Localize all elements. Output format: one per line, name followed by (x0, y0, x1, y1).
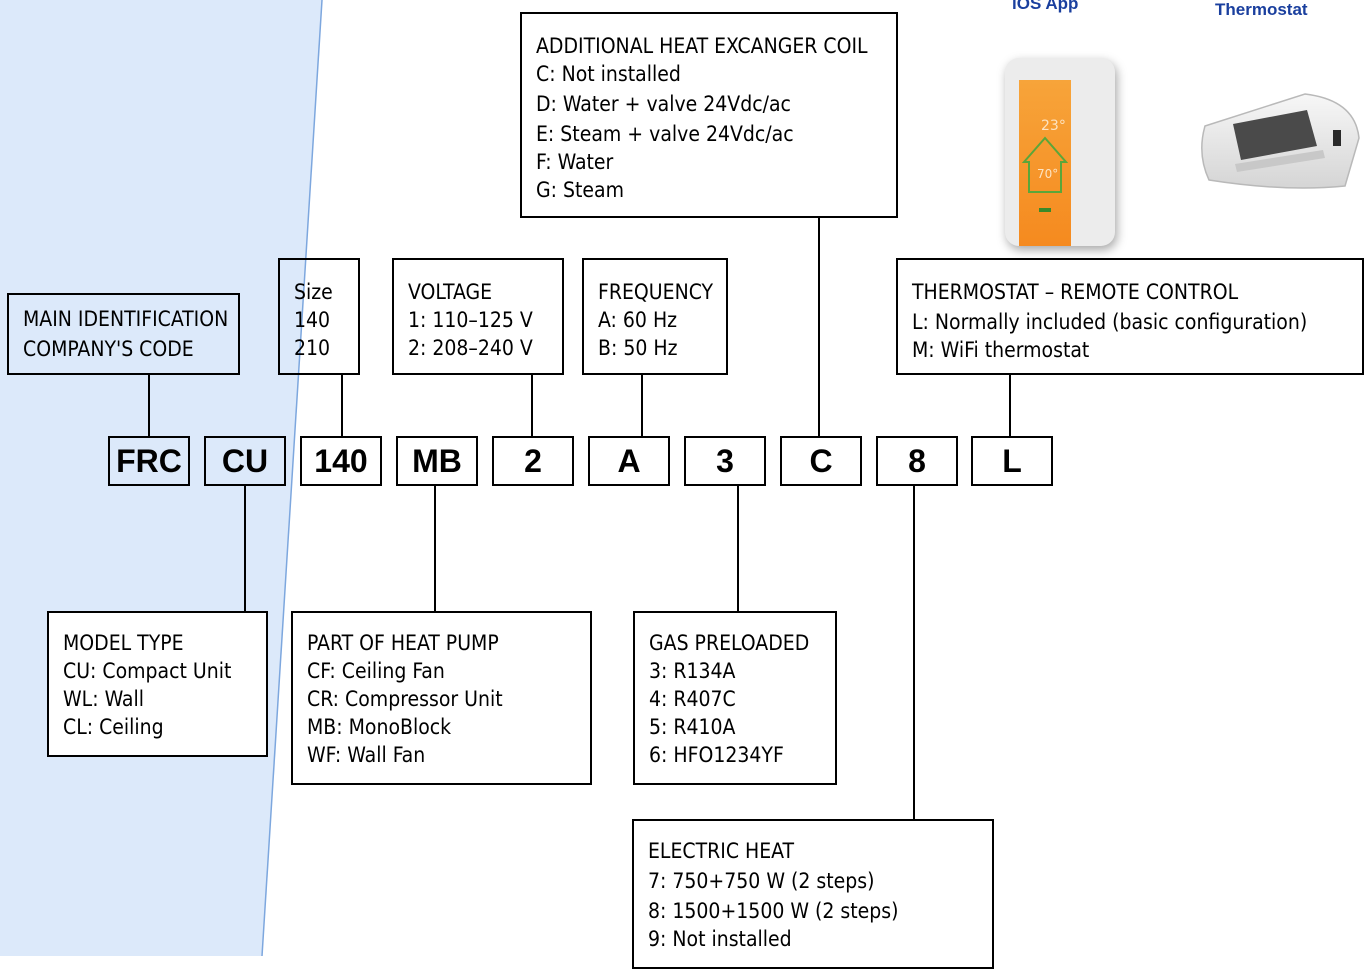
connector-heat-pump (434, 486, 436, 612)
code-segment-thermostat: L (971, 436, 1053, 486)
connector-coil (818, 217, 820, 436)
connector-voltage (531, 374, 533, 436)
frequency-option: B: 50 Hz (598, 336, 678, 360)
box-title: ADDITIONAL HEAT EXCANGER COIL (536, 34, 868, 58)
coil-option: C: Not installed (536, 62, 681, 86)
box-title: PART OF HEAT PUMP (307, 631, 499, 655)
code-segment-voltage: 2 (492, 436, 574, 486)
house-icon (1021, 136, 1069, 193)
coil-option: G: Steam (536, 178, 625, 202)
coil-option: F: Water (536, 150, 614, 174)
size-option: 140 (294, 308, 331, 332)
code-segment-gas: 3 (684, 436, 766, 486)
connector-model (244, 486, 246, 612)
voltage-option: 2: 208–240 V (408, 336, 533, 360)
gas-preloaded-box: GAS PRELOADED 3: R134A 4: R407C 5: R410A… (633, 611, 837, 785)
box-title: ELECTRIC HEAT (648, 839, 794, 863)
phone-app-image: 23° 70° (1005, 58, 1115, 246)
box-line: MAIN IDENTIFICATION (23, 307, 229, 331)
model-option: WL: Wall (63, 687, 144, 711)
thermostat-switch (1333, 130, 1341, 146)
box-line: COMPANY'S CODE (23, 337, 194, 361)
code-segment-coil: C (780, 436, 862, 486)
heat-pump-option: MB: MonoBlock (307, 715, 452, 739)
main-identification-box: MAIN IDENTIFICATION COMPANY'S CODE (7, 293, 240, 375)
frequency-box: FREQUENCY A: 60 Hz B: 50 Hz (582, 258, 728, 375)
voltage-box: VOLTAGE 1: 110–125 V 2: 208–240 V (392, 258, 564, 375)
code-segment-frequency: A (588, 436, 670, 486)
heat-pump-option: CR: Compressor Unit (307, 687, 503, 711)
additional-coil-box: ADDITIONAL HEAT EXCANGER COIL C: Not ins… (520, 12, 898, 218)
model-option: CL: Ceiling (63, 715, 164, 739)
electric-heat-box: ELECTRIC HEAT 7: 750+750 W (2 steps) 8: … (632, 819, 994, 969)
code-segment-mb: MB (396, 436, 478, 486)
voltage-option: 1: 110–125 V (408, 308, 533, 332)
box-title: THERMOSTAT – REMOTE CONTROL (912, 280, 1239, 304)
model-option: CU: Compact Unit (63, 659, 232, 683)
box-title: VOLTAGE (408, 280, 493, 304)
electric-option: 8: 1500+1500 W (2 steps) (648, 899, 899, 923)
thermostat-display (1233, 110, 1317, 160)
heat-pump-option: WF: Wall Fan (307, 743, 426, 767)
thermostat-remote-box: THERMOSTAT – REMOTE CONTROL L: Normally … (896, 258, 1364, 375)
connector-gas (737, 486, 739, 612)
box-title: MODEL TYPE (63, 631, 184, 655)
coil-option: E: Steam + valve 24Vdc/ac (536, 122, 794, 146)
coil-option: D: Water + valve 24Vdc/ac (536, 92, 791, 116)
connector-electric (913, 486, 915, 820)
connector-frequency (641, 374, 643, 436)
box-title: FREQUENCY (598, 280, 714, 304)
gas-option: 5: R410A (649, 715, 736, 739)
connector-frc (148, 374, 150, 436)
code-segment-size: 140 (300, 436, 382, 486)
model-type-box: MODEL TYPE CU: Compact Unit WL: Wall CL:… (47, 611, 268, 757)
size-box: Size 140 210 (278, 258, 360, 375)
code-segment-electric: 8 (876, 436, 958, 486)
code-segment-cu: CU (204, 436, 286, 486)
frequency-option: A: 60 Hz (598, 308, 678, 332)
box-title: Size (294, 280, 333, 304)
code-segment-frc: FRC (108, 436, 190, 486)
heat-pump-option: CF: Ceiling Fan (307, 659, 445, 683)
size-option: 210 (294, 336, 331, 360)
thermostat-option: L: Normally included (basic configuratio… (912, 310, 1308, 334)
gas-option: 6: HFO1234YF (649, 743, 784, 767)
gas-option: 3: R134A (649, 659, 736, 683)
electric-option: 9: Not installed (648, 927, 792, 951)
gas-option: 4: R407C (649, 687, 736, 711)
phone-temp-top: 23° (1041, 118, 1066, 134)
thermostat-option: M: WiFi thermostat (912, 338, 1090, 362)
ios-app-label: iOS App (1012, 0, 1079, 13)
connector-thermostat (1009, 374, 1011, 436)
thermostat-device-image (1201, 93, 1360, 189)
phone-temp-bottom: 70° (1037, 167, 1058, 181)
heat-pump-part-box: PART OF HEAT PUMP CF: Ceiling Fan CR: Co… (291, 611, 592, 785)
phone-screen: 23° 70° (1019, 80, 1071, 246)
box-title: GAS PRELOADED (649, 631, 810, 655)
electric-option: 7: 750+750 W (2 steps) (648, 869, 875, 893)
connector-size (341, 374, 343, 436)
leaf-icon (1039, 208, 1051, 212)
thermostat-label: Thermostat (1215, 0, 1308, 19)
